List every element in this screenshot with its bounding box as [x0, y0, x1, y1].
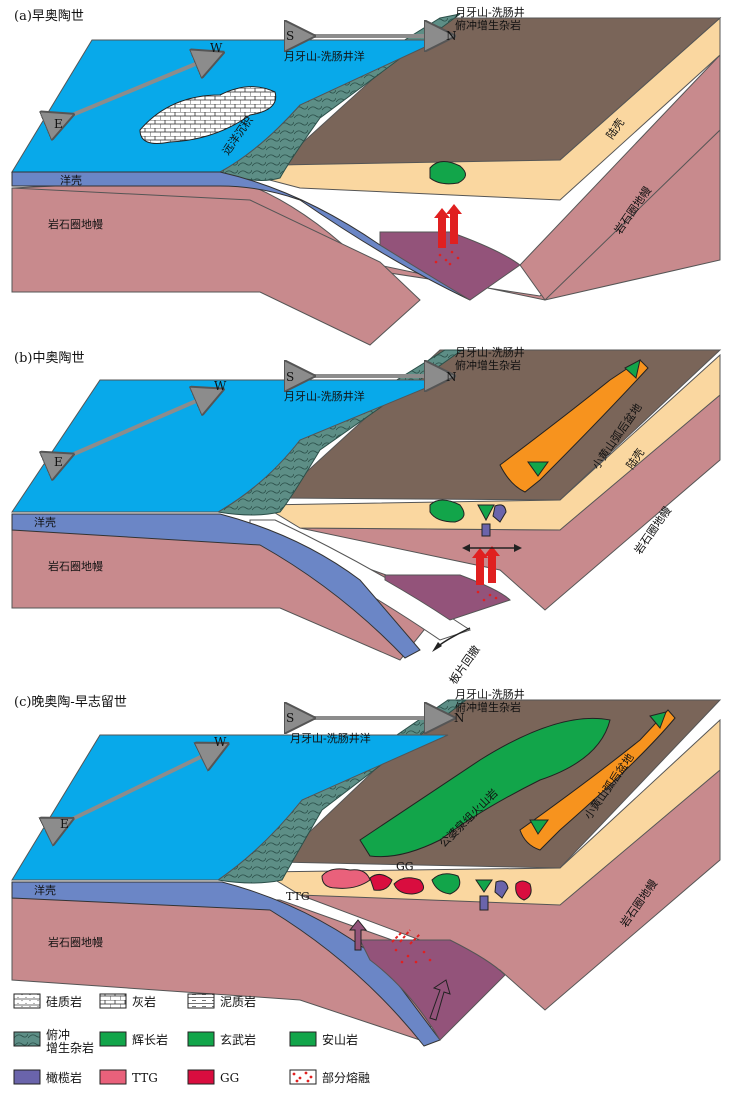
accretion-label-b: 月牙山-洗肠井俯冲增生杂岩 [455, 345, 525, 372]
dir-e-b: E [54, 455, 63, 469]
ocean-crust-label-b: 洋壳 [34, 515, 56, 529]
panel-c-title: (c)晚奥陶-早志留世 [14, 694, 127, 710]
legend-swatch [187, 1031, 215, 1047]
ocean-label-c: 月牙山-洗肠井洋 [290, 731, 371, 745]
dir-n-a: N [446, 29, 457, 43]
legend-label: GG [220, 1071, 239, 1085]
dir-w-b: W [214, 379, 227, 393]
legend-item-4: 辉长岩 [99, 1031, 168, 1047]
legend-item-10: 部分熔融 [289, 1069, 370, 1085]
legend-swatch [99, 993, 127, 1009]
melt-arrows-c [391, 929, 432, 964]
melt-arrows-b [472, 546, 500, 602]
rollback-label: 板片回撤 [446, 643, 483, 687]
ocean-label-b: 月牙山-洗肠井洋 [284, 389, 365, 403]
legend-swatch [187, 1069, 215, 1085]
legend-swatch [99, 1031, 127, 1047]
melt-arrows-a [434, 204, 462, 266]
mantle-label-a: 岩石圈地幔 [48, 217, 103, 231]
legend-item-0: 硅质岩 [13, 993, 82, 1009]
legend-label: 橄榄岩 [46, 1070, 82, 1085]
legend-label: TTG [132, 1071, 158, 1085]
legend-item-1: 灰岩 [99, 993, 156, 1009]
legend-label: 俯冲增生杂岩 [46, 1027, 94, 1055]
legend-item-7: 橄榄岩 [13, 1069, 82, 1085]
legend-swatch [13, 1069, 41, 1085]
legend-swatch [13, 993, 41, 1009]
legend-item-2: 泥质岩 [187, 993, 256, 1009]
mantle-label-c: 岩石圈地幔 [48, 935, 103, 949]
legend-swatch [289, 1031, 317, 1047]
ew-arrow-b [60, 395, 210, 460]
dir-s-c: S [286, 711, 294, 725]
dir-w-a: W [210, 41, 223, 55]
legend-swatch [99, 1069, 127, 1085]
legend-swatch [187, 993, 215, 1009]
legend-item-5: 玄武岩 [187, 1031, 256, 1047]
legend-item-3: 俯冲增生杂岩 [13, 1027, 94, 1055]
dir-s-b: S [286, 370, 294, 384]
dir-s-a: S [286, 29, 294, 43]
accretion-label-a: 月牙山-洗肠井俯冲增生杂岩 [455, 5, 525, 32]
legend-label: 部分熔融 [322, 1070, 370, 1085]
legend-item-8: TTG [99, 1069, 158, 1085]
upwelling-arrow-2 [429, 979, 451, 1021]
mantle-label-b: 岩石圈地幔 [48, 559, 103, 573]
panel-a: (a)早奥陶世 W E S N 月牙山-洗肠井洋 月牙山-洗肠井俯冲增生杂岩 洋… [11, 5, 722, 346]
panel-c: (c)晚奥陶-早志留世 W E S N 月牙山-洗肠井洋 月牙山-洗肠井俯冲增生… [11, 687, 722, 1047]
ew-arrow-a [60, 58, 210, 120]
ocean-crust-label-a: 洋壳 [60, 173, 82, 187]
ocean-crust-label-c: 洋壳 [34, 883, 56, 897]
legend-item-9: GG [187, 1069, 239, 1085]
dir-w-c: W [214, 735, 227, 749]
gg-label-c: GG [396, 860, 414, 873]
legend-label: 硅质岩 [46, 994, 82, 1009]
legend-label: 辉长岩 [132, 1032, 168, 1047]
accretion-label-c: 月牙山-洗肠井俯冲增生杂岩 [455, 687, 525, 714]
ttg-label-c: TTG [286, 890, 310, 903]
legend-label: 安山岩 [322, 1032, 358, 1047]
legend-label: 玄武岩 [220, 1032, 256, 1047]
legend-swatch [13, 1031, 41, 1047]
dir-e-c: E [60, 817, 69, 831]
upwelling-arrow-1 [348, 919, 368, 951]
ew-arrow-c [60, 750, 215, 825]
legend-item-6: 安山岩 [289, 1031, 358, 1047]
ocean-label-a: 月牙山-洗肠井洋 [284, 49, 365, 63]
panel-b-title: (b)中奥陶世 [14, 350, 84, 366]
dir-n-b: N [446, 370, 457, 384]
panel-b: (b)中奥陶世 W E S N 月牙山-洗肠井洋 月牙山-洗肠井俯冲增生杂岩 洋… [11, 345, 722, 687]
dir-n-c: N [454, 711, 465, 725]
legend-label: 泥质岩 [220, 994, 256, 1009]
panel-a-title: (a)早奥陶世 [14, 8, 84, 24]
legend-label: 灰岩 [132, 994, 156, 1009]
dir-e-a: E [54, 117, 63, 131]
